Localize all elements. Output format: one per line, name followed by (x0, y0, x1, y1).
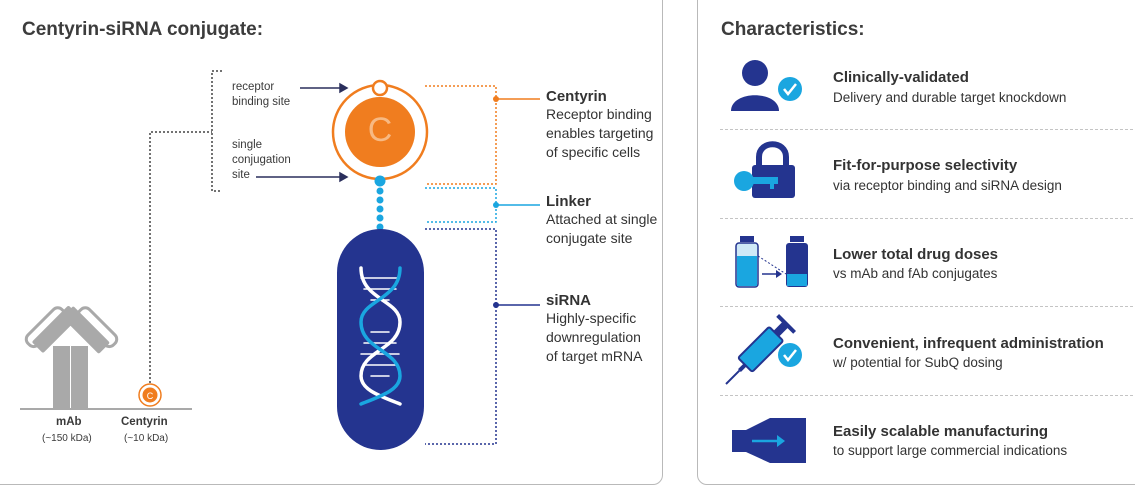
small-centyrin-name: Centyrin (121, 416, 168, 428)
syringe-check-icon (725, 313, 802, 385)
centyrin-desc-line2: enables targeting (546, 125, 654, 141)
receptor-label-line2: binding site (232, 96, 291, 108)
char-title-4: Convenient, infrequent administration (833, 335, 1104, 352)
mab-name: mAb (56, 416, 82, 428)
centyrin-desc-line1: Receptor binding (546, 106, 652, 122)
sirna-desc-line2: downregulation (546, 329, 641, 345)
conj-label-line3: site (232, 169, 250, 181)
char-title-1: Clinically-validated (833, 69, 969, 86)
mab-size: (~150 kDa) (42, 433, 92, 444)
separator (720, 129, 1133, 130)
separator (720, 395, 1133, 396)
centyrin-callout: Centyrin Receptor binding enables target… (546, 88, 653, 162)
sirna-desc-line1: Highly-specific (546, 310, 637, 326)
sirna-desc-line3: of target mRNA (546, 348, 643, 364)
linker-callout: Linker Attached at single conjugate site (546, 193, 657, 248)
linker-callout-title: Linker (546, 193, 592, 210)
separator (720, 218, 1133, 219)
char-sub-5: to support large commercial indications (833, 443, 1068, 458)
linker-bracket (425, 187, 497, 223)
centyrin-callout-title: Centyrin (546, 88, 607, 105)
receptor-label: receptor binding site (232, 80, 290, 110)
label-bracket (211, 70, 222, 192)
key-lock-icon (734, 141, 795, 198)
char-title-5: Easily scalable manufacturing (833, 423, 1049, 440)
right-panel (697, 0, 1135, 485)
small-centyrin-letter: C (147, 391, 154, 401)
small-centyrin-icon: C (138, 383, 162, 407)
scale-manufacturing-icon (732, 418, 806, 463)
antibody-icon (24, 306, 119, 408)
sirna-callout: siRNA Highly-specific downregulation of … (546, 292, 642, 366)
char-sub-1: Delivery and durable target knockdown (833, 90, 1067, 105)
centyrin-icon (331, 79, 429, 181)
char-title-2: Fit-for-purpose selectivity (833, 157, 1018, 174)
left-panel (0, 0, 663, 485)
right-title: Characteristics: (721, 19, 865, 40)
sirna-capsule (337, 229, 424, 450)
char-sub-2: via receptor binding and siRNA design (833, 178, 1062, 193)
person-check-icon (731, 60, 802, 111)
centyrin-bracket (425, 85, 497, 185)
conj-label-line2: conjugation (232, 154, 291, 166)
dna-helix-icon (359, 266, 402, 406)
char-sub-4: w/ potential for SubQ dosing (833, 355, 1003, 370)
left-title: Centyrin-siRNA conjugate: (22, 19, 264, 40)
arrow-receptor (300, 82, 349, 94)
conj-label-line1: single (232, 139, 263, 151)
small-centyrin-size: (~10 kDa) (124, 433, 169, 444)
char-title-3: Lower total drug doses (833, 246, 999, 263)
linker-desc-line1: Attached at single (546, 211, 658, 227)
linker-beads (374, 175, 386, 231)
receptor-label-line1: receptor (232, 81, 275, 93)
conjugation-label: single conjugation site (232, 138, 291, 183)
vials-icon (735, 236, 808, 288)
centyrin-desc-line3: of specific cells (546, 144, 641, 160)
sirna-callout-title: siRNA (546, 292, 592, 309)
separator (720, 306, 1133, 307)
arrow-conjugation (256, 171, 349, 183)
linker-desc-line2: conjugate site (546, 230, 633, 246)
char-sub-3: vs mAb and fAb conjugates (833, 266, 998, 281)
centyrin-letter: C (367, 111, 393, 149)
connector-dotted (149, 131, 212, 383)
sirna-bracket (425, 228, 497, 445)
